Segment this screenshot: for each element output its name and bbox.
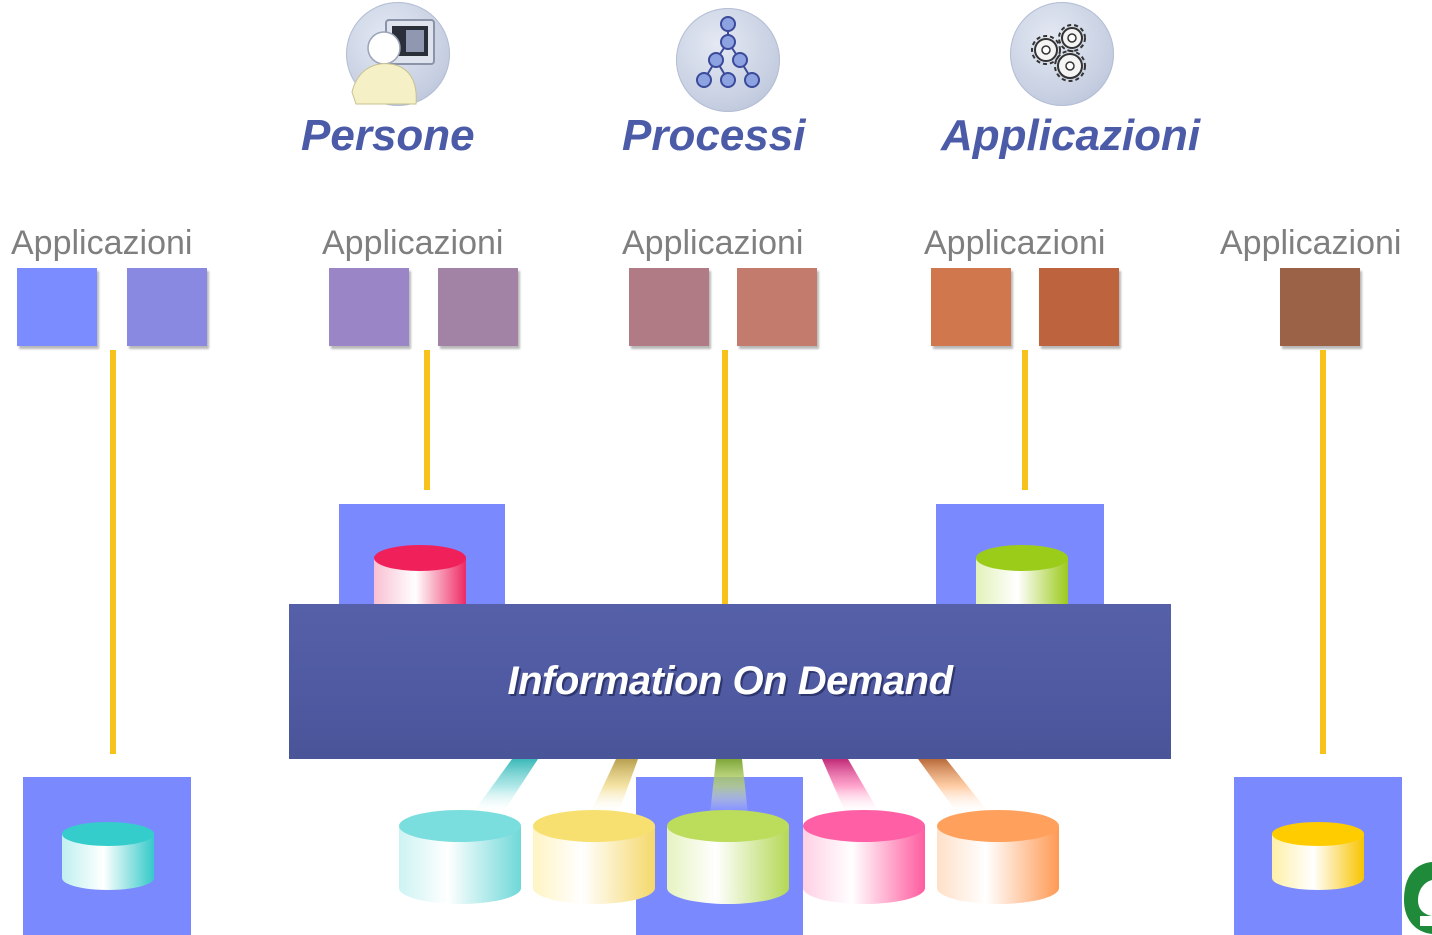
application-box	[17, 268, 97, 346]
application-group-label: Applicazioni	[1220, 224, 1402, 262]
database-green-icon	[667, 810, 789, 904]
application-box	[1280, 268, 1360, 346]
database-cyan-icon	[399, 810, 521, 904]
application-group-label: Applicazioni	[622, 224, 804, 262]
database-yellow-icon	[1272, 822, 1364, 890]
connector-line	[722, 350, 728, 604]
information-on-demand-banner: Information On Demand	[289, 604, 1171, 759]
connector-line	[110, 350, 116, 754]
application-box	[629, 268, 709, 346]
database-teal-icon	[62, 822, 154, 890]
database-lime-icon	[976, 545, 1068, 612]
application-box	[127, 268, 207, 346]
connector-line	[1320, 350, 1326, 754]
application-box	[931, 268, 1011, 346]
application-box	[438, 268, 518, 346]
application-group-label: Applicazioni	[924, 224, 1106, 262]
connector-line	[1022, 350, 1028, 490]
logo-fragment-icon	[1400, 860, 1432, 935]
category-label-applicazioni: Applicazioni	[941, 111, 1201, 160]
database-orange-icon	[937, 810, 1059, 904]
application-box	[329, 268, 409, 346]
connection-ribbons	[472, 759, 990, 814]
category-label-persone: Persone	[301, 111, 475, 160]
category-label-processi: Processi	[622, 111, 806, 160]
application-box	[1039, 268, 1119, 346]
database-magenta-icon	[803, 810, 925, 904]
process-network-icon	[676, 8, 780, 112]
database-pink-icon	[374, 545, 466, 612]
database-light-yellow-icon	[533, 810, 655, 904]
banner-text: Information On Demand	[507, 659, 953, 703]
connector-line	[424, 350, 430, 490]
application-group-label: Applicazioni	[11, 224, 193, 262]
gears-icon	[1010, 2, 1114, 106]
application-group-label: Applicazioni	[322, 224, 504, 262]
application-box	[737, 268, 817, 346]
person-computer-icon	[346, 2, 450, 106]
